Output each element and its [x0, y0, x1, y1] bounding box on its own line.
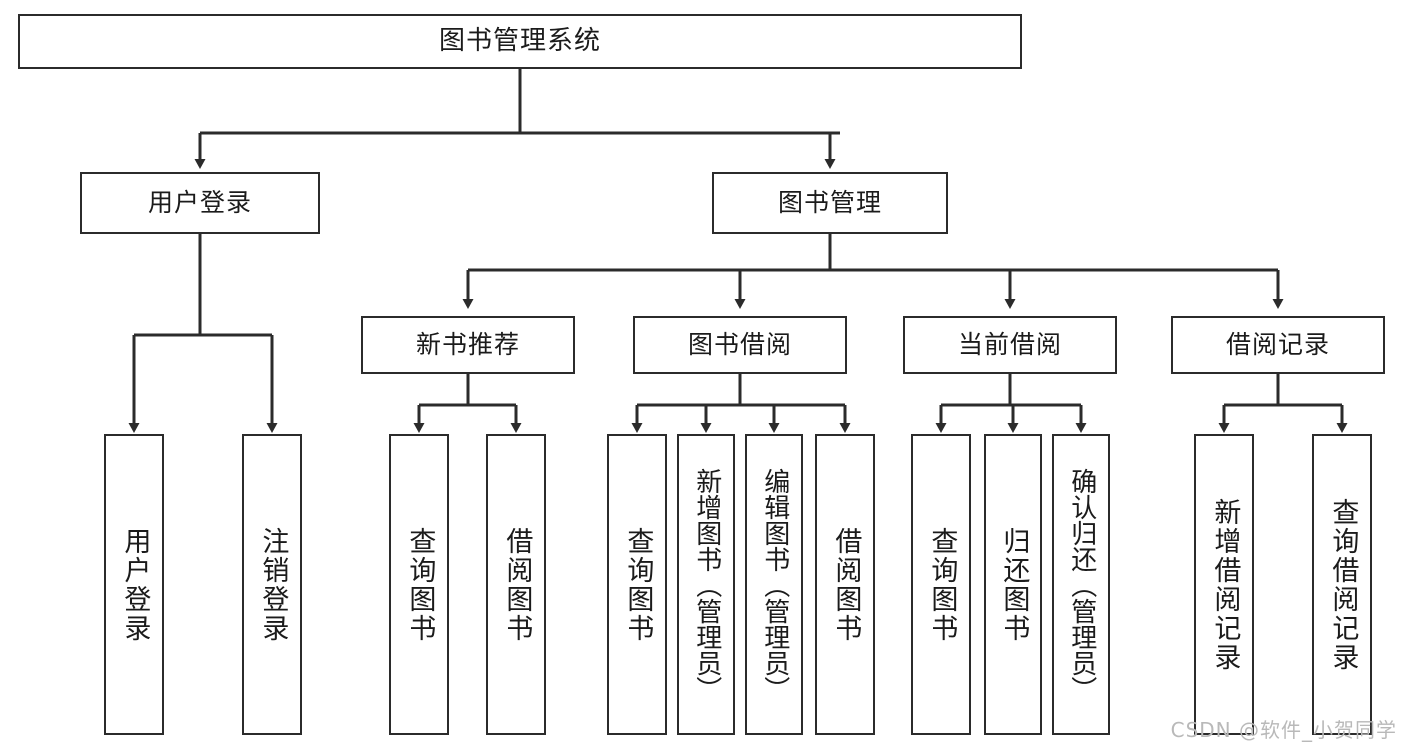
leaf-new-book-borrow-book[interactable]: 借阅图书	[486, 434, 546, 735]
leaf-book-borrow-add-book-admin[interactable]: 新增图书（管理员）	[677, 434, 735, 735]
leaf-borrow-record-add-record[interactable]: 新增借阅记录	[1194, 434, 1254, 735]
node-borrow-record[interactable]: 借阅记录	[1171, 316, 1385, 374]
node-root-system[interactable]: 图书管理系统	[18, 14, 1022, 69]
leaf-user-login-logout[interactable]: 注销登录	[242, 434, 302, 735]
leaf-current-borrow-confirm-return-admin[interactable]: 确认归还（管理员）	[1052, 434, 1110, 735]
leaf-book-borrow-query-book[interactable]: 查询图书	[607, 434, 667, 735]
node-new-book-recommend[interactable]: 新书推荐	[361, 316, 575, 374]
leaf-book-borrow-borrow-book[interactable]: 借阅图书	[815, 434, 875, 735]
leaf-current-borrow-return-book[interactable]: 归还图书	[984, 434, 1042, 735]
leaf-current-borrow-query-book[interactable]: 查询图书	[911, 434, 971, 735]
leaf-new-book-query-book[interactable]: 查询图书	[389, 434, 449, 735]
leaf-book-borrow-edit-book-admin[interactable]: 编辑图书（管理员）	[745, 434, 803, 735]
leaf-borrow-record-query-record[interactable]: 查询借阅记录	[1312, 434, 1372, 735]
csdn-watermark: CSDN @软件_小贺同学	[1170, 718, 1397, 742]
node-book-borrow[interactable]: 图书借阅	[633, 316, 847, 374]
node-user-login[interactable]: 用户登录	[80, 172, 320, 234]
leaf-user-login-login[interactable]: 用户登录	[104, 434, 164, 735]
node-current-borrow[interactable]: 当前借阅	[903, 316, 1117, 374]
node-book-management[interactable]: 图书管理	[712, 172, 948, 234]
